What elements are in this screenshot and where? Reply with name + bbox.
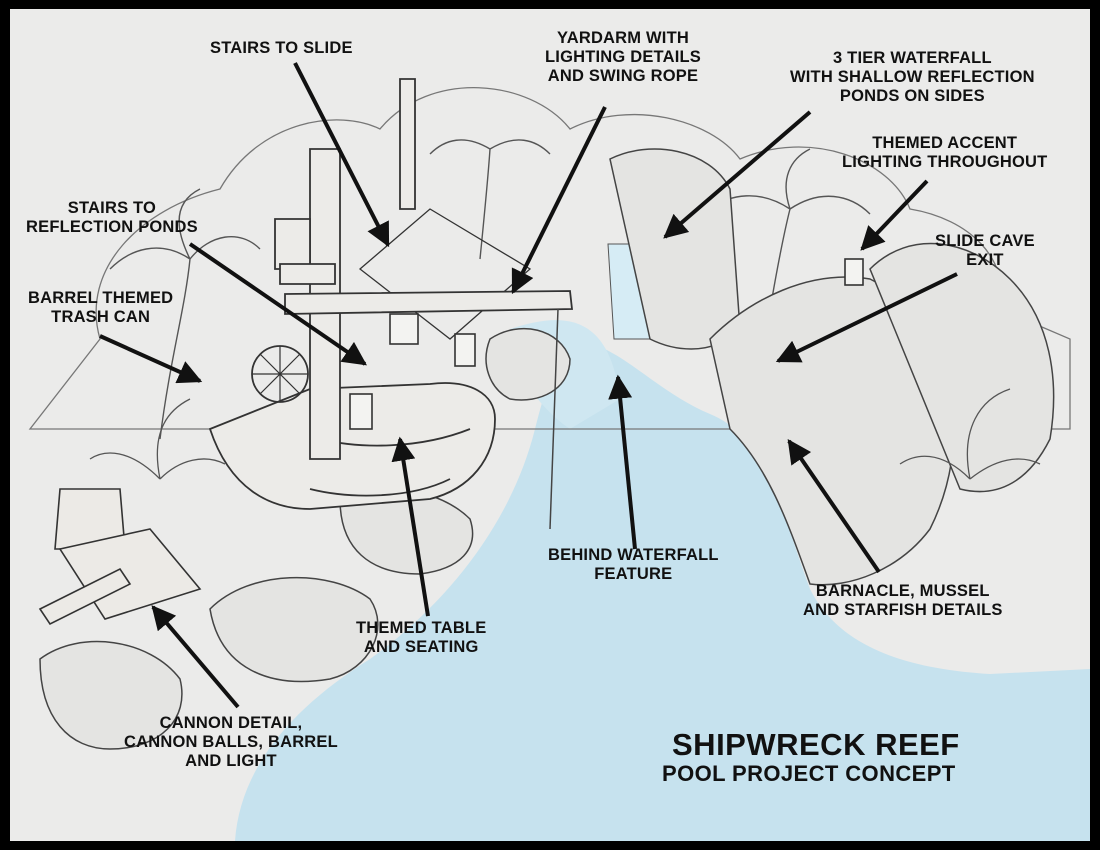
arrow-yardarm bbox=[511, 106, 607, 295]
callout-yardarm: YARDARM WITH LIGHTING DETAILS AND SWING … bbox=[545, 29, 701, 85]
arrow-behind-waterfall bbox=[608, 374, 637, 550]
concept-sheet: STAIRS TO SLIDE YARDARM WITH LIGHTING DE… bbox=[10, 9, 1090, 841]
callout-barrel-trash: BARREL THEMED TRASH CAN bbox=[28, 289, 174, 326]
callout-barnacle: BARNACLE, MUSSEL AND STARFISH DETAILS bbox=[803, 582, 1003, 619]
yardarm-beam bbox=[284, 290, 574, 315]
arrow-barrel-trash bbox=[99, 334, 203, 384]
callout-cannon: CANNON DETAIL, CANNON BALLS, BARREL AND … bbox=[124, 714, 338, 770]
callout-accent-lighting: THEMED ACCENT LIGHTING THROUGHOUT bbox=[842, 134, 1048, 171]
drawing-subtitle: POOL PROJECT CONCEPT bbox=[662, 761, 956, 786]
barrels-and-cannon bbox=[38, 488, 202, 626]
arrow-slide-cave bbox=[775, 272, 958, 363]
pool-concept-sketch bbox=[28, 62, 1090, 841]
arrow-cannon bbox=[151, 605, 240, 709]
drawing-title: SHIPWRECK REEF bbox=[672, 727, 960, 762]
shipwreck bbox=[208, 78, 532, 510]
swing-rope bbox=[549, 308, 559, 530]
palm-trees bbox=[109, 139, 871, 440]
callout-behind-waterfall: BEHIND WATERFALL FEATURE bbox=[548, 546, 719, 583]
callout-table-seating: THEMED TABLE AND SEATING bbox=[356, 619, 487, 656]
pool-water bbox=[235, 342, 1090, 841]
arrow-stairs-to-ponds bbox=[188, 242, 367, 366]
arrow-table-seating bbox=[391, 436, 430, 617]
tropical-plants bbox=[89, 388, 1041, 480]
arrow-accent-lighting bbox=[860, 179, 929, 251]
callout-waterfall: 3 TIER WATERFALL WITH SHALLOW REFLECTION… bbox=[790, 49, 1035, 105]
background-trees bbox=[28, 87, 1071, 430]
arrow-barnacle bbox=[787, 439, 881, 574]
callout-stairs-to-ponds: STAIRS TO REFLECTION PONDS bbox=[26, 199, 198, 236]
callout-slide-cave: SLIDE CAVE EXIT bbox=[935, 232, 1035, 269]
callout-stairs-to-slide: STAIRS TO SLIDE bbox=[210, 39, 353, 57]
arrow-waterfall bbox=[663, 110, 812, 239]
leader-arrows bbox=[99, 62, 958, 709]
arrow-stairs-to-slide bbox=[293, 62, 390, 248]
